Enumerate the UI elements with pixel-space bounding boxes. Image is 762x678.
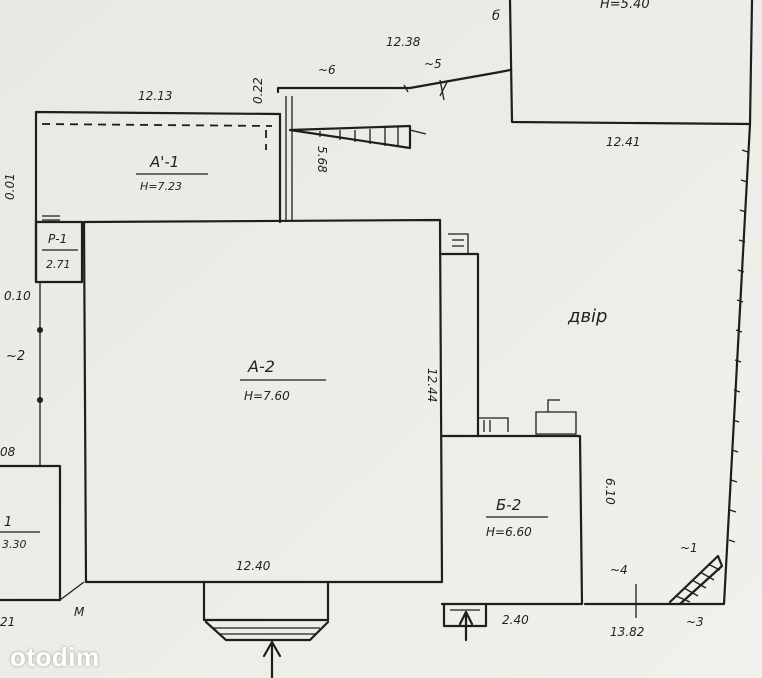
dim-top-mid: 12.38 <box>386 35 421 49</box>
dim-gap-top: 0.22 <box>251 77 265 104</box>
room-bottom-left: 1 3.30 <box>0 464 62 602</box>
top-right-height-label: H=5.40 <box>600 0 650 12</box>
top-right-building: H=5.40 б <box>492 0 754 126</box>
room-b2: Б-2 H=6.60 <box>440 399 584 606</box>
room-small-left-value: 2.71 <box>46 258 71 271</box>
room-small-left: Р-1 2.71 <box>34 215 84 284</box>
dim-right-block-bottom: 12.41 <box>606 135 640 149</box>
room-a2-height: H=7.60 <box>244 389 290 403</box>
room-a1: A'-1 H=7.23 <box>34 96 293 284</box>
room-bottom-left-value: 3.30 <box>2 538 27 551</box>
dim-left-001: 0.01 <box>3 173 17 200</box>
room-bottom-left-name: 1 <box>4 515 12 530</box>
dim-approx-4: ~4 <box>610 563 628 577</box>
dim-approx-5: ~5 <box>424 57 442 71</box>
dim-bottom-right: 13.82 <box>610 625 644 639</box>
dim-approx-6: ~6 <box>318 63 336 77</box>
yard-boundary <box>583 122 752 606</box>
dim-left-approx-2: ~2 <box>6 349 25 364</box>
entrance-b2 <box>442 602 488 642</box>
svg-text:б: б <box>492 9 500 24</box>
dim-b2-right: 6.10 <box>603 478 617 505</box>
room-b2-height: H=6.60 <box>486 525 532 539</box>
room-a1-height: H=7.23 <box>140 180 182 193</box>
dim-approx-3: ~3 <box>686 615 704 629</box>
room-b2-name: Б-2 <box>496 496 521 514</box>
dim-left-08: 08 <box>0 445 16 459</box>
dim-b2-bottom: 2.40 <box>502 613 529 627</box>
dim-a2-bottom: 12.40 <box>236 559 271 573</box>
entrance-a2 <box>202 580 330 678</box>
dim-a2-right: 12.44 <box>425 368 439 402</box>
dim-bottom-21: 21 <box>0 615 15 629</box>
yard-label: двір <box>567 306 607 327</box>
watermark-logo: otodim <box>10 642 100 672</box>
room-a2: A-2 H=7.60 <box>82 218 444 584</box>
side-strip <box>440 233 509 438</box>
room-small-left-name: Р-1 <box>48 232 67 246</box>
room-a2-name: A-2 <box>247 357 275 376</box>
dim-approx-1: ~1 <box>680 541 698 555</box>
dim-left-010: 0.10 <box>4 289 31 303</box>
dim-bottom-m: M <box>74 605 85 619</box>
left-survey-line <box>37 282 85 601</box>
upper-fence-line <box>276 68 512 94</box>
dim-top-a1: 12.13 <box>138 89 172 103</box>
room-a1-name: A'-1 <box>149 153 179 171</box>
dim-stair-len: 5.68 <box>315 146 329 173</box>
stairs-bottom-right <box>668 554 724 606</box>
stair-wedge <box>288 124 427 150</box>
